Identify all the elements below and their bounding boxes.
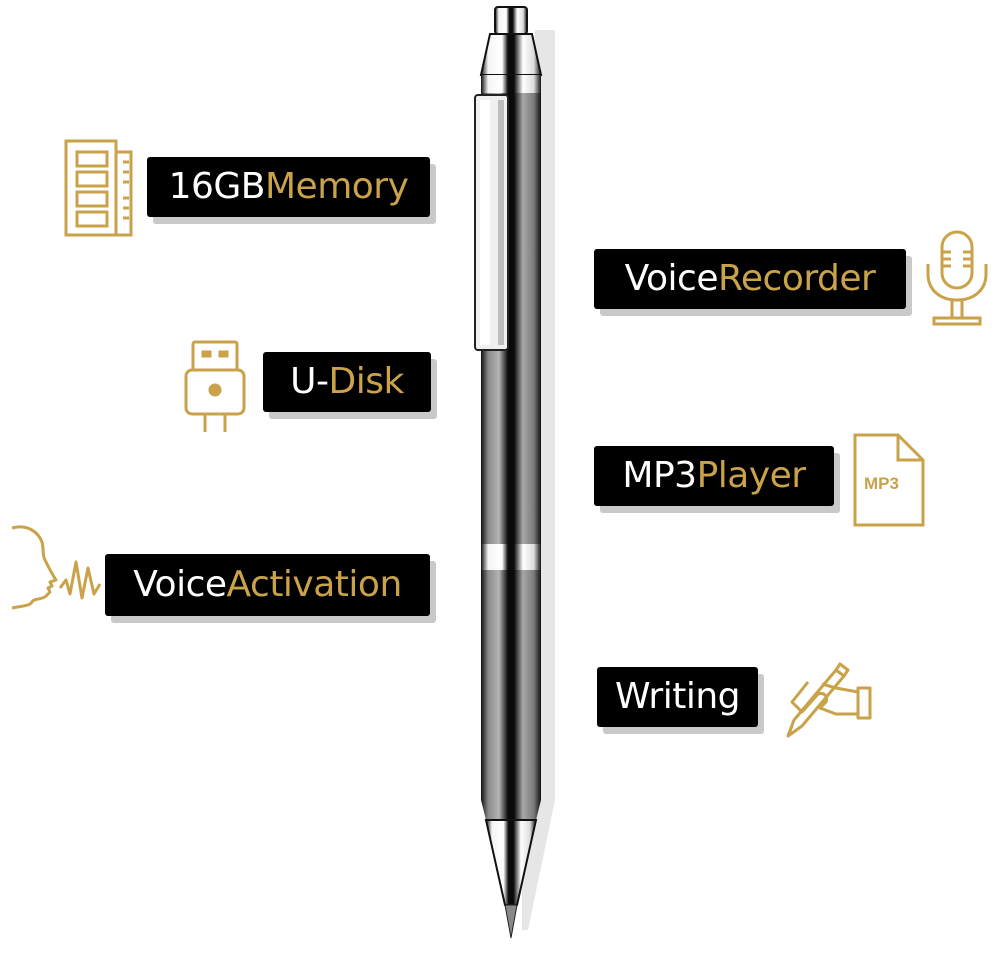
label-text-gold: Player [696,455,807,496]
hand-writing-icon [778,662,878,742]
feature-label-udisk: U- Disk [263,352,431,412]
mp3-icon-text: MP3 [864,474,899,493]
microphone-icon [920,228,994,328]
feature-label-writing: Writing [597,667,758,727]
feature-label-memory: 16GB Memory [147,157,430,217]
mp3-file-icon: MP3 [852,432,926,528]
label-text-gold: Activation [226,564,403,605]
label-text-white: MP3 [622,455,697,496]
label-text-white: Voice [133,564,227,605]
pen-image [440,0,590,963]
label-text-gold: Recorder [717,258,876,299]
label-text-white: 16GB [168,166,266,207]
feature-label-mp3-player: MP3 Player [594,446,834,506]
label-text-white: Voice [624,258,719,299]
memory-card-icon [63,138,135,238]
feature-label-voice-activation: Voice Activation [105,554,430,616]
label-text-gold: Memory [264,166,409,207]
label-text-gold: Disk [328,361,405,402]
label-text-white: Writing [614,676,741,717]
feature-label-voice-recorder: Voice Recorder [594,249,906,309]
label-text-white: U- [290,361,329,402]
usb-icon [183,338,247,434]
speaking-head-icon [8,522,103,614]
